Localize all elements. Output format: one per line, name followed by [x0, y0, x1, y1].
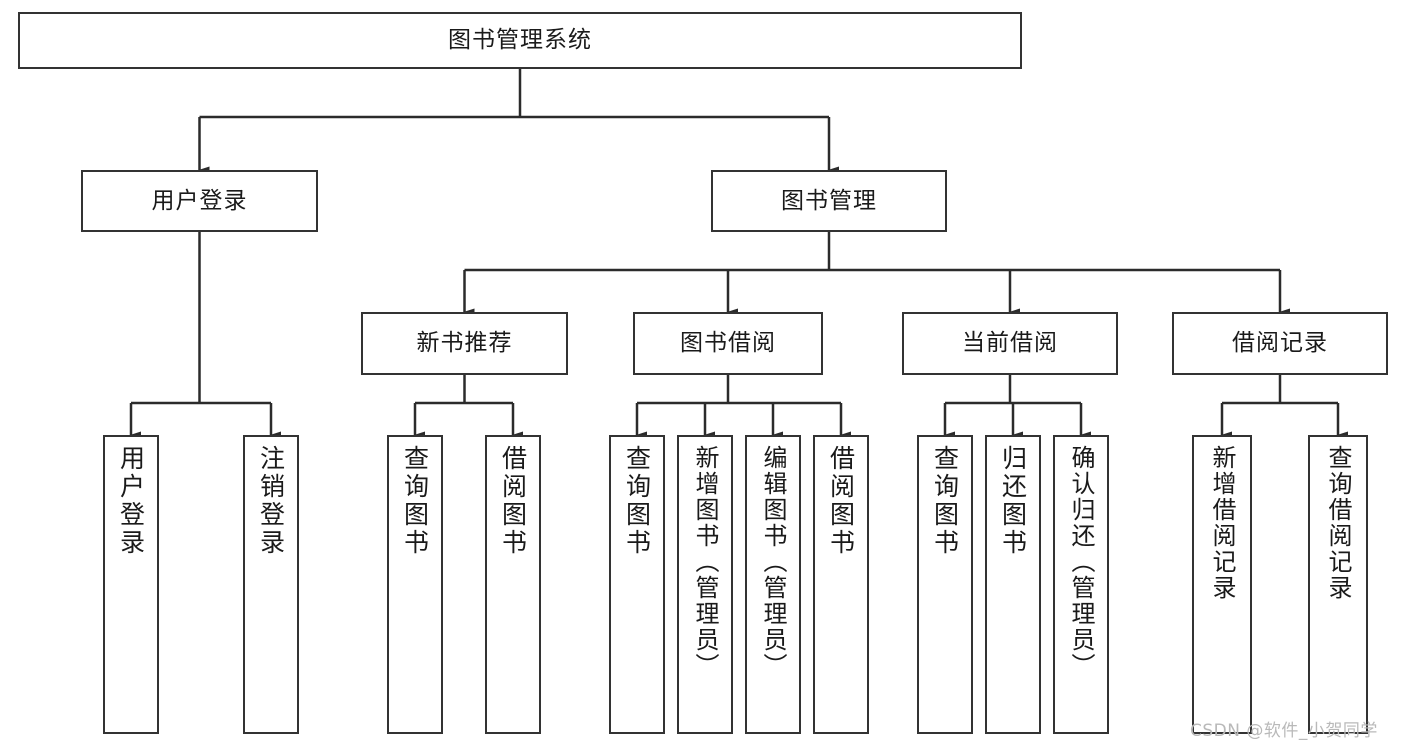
node-label: 确认归还（管理员）	[1067, 445, 1095, 679]
node-l2_0: 新书推荐	[361, 312, 568, 375]
node-leaf_11: 新增借阅记录	[1192, 435, 1252, 734]
node-label: 图书管理	[781, 187, 877, 214]
node-l1_0: 用户登录	[81, 170, 318, 232]
node-l2_2: 当前借阅	[902, 312, 1118, 375]
node-root: 图书管理系统	[18, 12, 1022, 69]
node-label: 查询借阅记录	[1324, 445, 1352, 601]
node-leaf_5: 新增图书（管理员）	[677, 435, 733, 734]
node-leaf_0: 用户登录	[103, 435, 159, 734]
node-label: 新书推荐	[416, 330, 513, 357]
node-label: 新增图书（管理员）	[691, 445, 719, 679]
node-leaf_8: 查询图书	[917, 435, 973, 734]
node-leaf_7: 借阅图书	[813, 435, 869, 734]
node-label: 归还图书	[998, 445, 1028, 557]
node-leaf_6: 编辑图书（管理员）	[745, 435, 801, 734]
node-leaf_4: 查询图书	[609, 435, 665, 734]
node-leaf_1: 注销登录	[243, 435, 299, 734]
node-label: 图书管理系统	[448, 27, 592, 54]
node-label: 查询图书	[400, 445, 430, 557]
edge-layer	[129, 69, 1348, 439]
node-label: 借阅图书	[826, 445, 856, 557]
csdn-watermark: CSDN @软件_小贺同学	[1190, 721, 1378, 741]
node-label: 用户登录	[116, 445, 146, 557]
node-l1_1: 图书管理	[711, 170, 947, 232]
node-label: 查询图书	[930, 445, 960, 557]
node-label: 当前借阅	[962, 330, 1058, 357]
node-label: 借阅图书	[498, 445, 528, 557]
node-label: 查询图书	[622, 445, 652, 557]
node-label: 新增借阅记录	[1208, 445, 1236, 601]
node-label: 图书借阅	[680, 330, 776, 357]
node-label: 借阅记录	[1232, 330, 1328, 357]
node-l2_3: 借阅记录	[1172, 312, 1388, 375]
node-label: 用户登录	[151, 187, 248, 214]
node-leaf_9: 归还图书	[985, 435, 1041, 734]
node-label: 编辑图书（管理员）	[759, 445, 787, 679]
node-leaf_10: 确认归还（管理员）	[1053, 435, 1109, 734]
node-leaf_3: 借阅图书	[485, 435, 541, 734]
node-leaf_12: 查询借阅记录	[1308, 435, 1368, 734]
node-l2_1: 图书借阅	[633, 312, 823, 375]
node-leaf_2: 查询图书	[387, 435, 443, 734]
node-label: 注销登录	[256, 445, 286, 557]
